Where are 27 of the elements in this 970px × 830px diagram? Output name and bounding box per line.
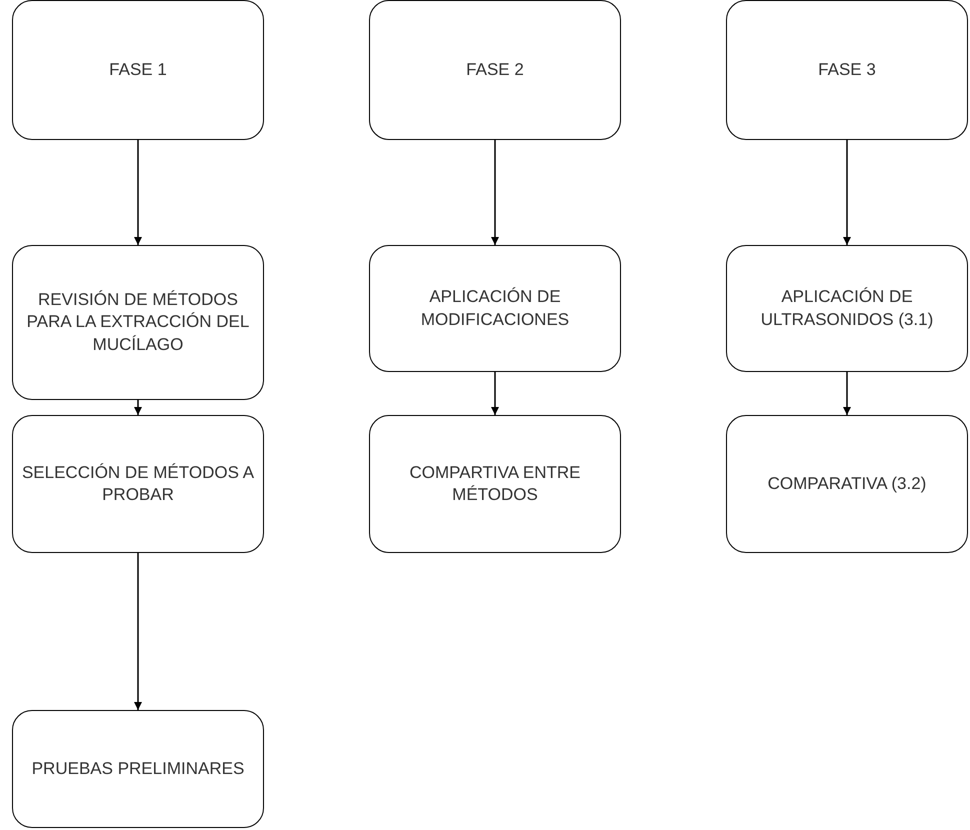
arrow — [843, 140, 851, 245]
process-box — [369, 245, 621, 372]
box-label: REVISIÓN DE MÉTODOS PARA LA EXTRACCIÓN DEL MUCÍLAGO — [26, 289, 250, 356]
box-label: APLICACIÓN DE ULTRASONIDOS (3.1) — [760, 286, 934, 330]
box-label: FASE 2 — [466, 58, 524, 81]
box-label: COMPARATIVA (3.2) — [768, 472, 926, 495]
process-box — [726, 0, 968, 140]
box-label: COMPARTIVA ENTRE MÉTODOS — [408, 462, 582, 506]
process-box — [12, 0, 264, 140]
arrow — [491, 372, 499, 415]
arrow — [134, 140, 142, 245]
process-box — [726, 415, 968, 553]
arrow — [843, 372, 851, 415]
arrow — [491, 140, 499, 245]
box-label: FASE 3 — [818, 58, 876, 81]
box-label: APLICACIÓN DE MODIFICACIONES — [420, 286, 570, 330]
box-label: FASE 1 — [109, 58, 167, 81]
process-box — [369, 415, 621, 553]
process-box — [369, 0, 621, 140]
arrow — [134, 400, 142, 415]
arrow — [134, 553, 142, 710]
box-label: PRUEBAS PRELIMINARES — [32, 758, 244, 780]
process-box — [726, 245, 968, 372]
box-label: SELECCIÓN DE MÉTODOS A PROBAR — [20, 462, 256, 506]
process-box — [12, 710, 264, 828]
process-box — [12, 245, 264, 400]
process-box — [12, 415, 264, 553]
